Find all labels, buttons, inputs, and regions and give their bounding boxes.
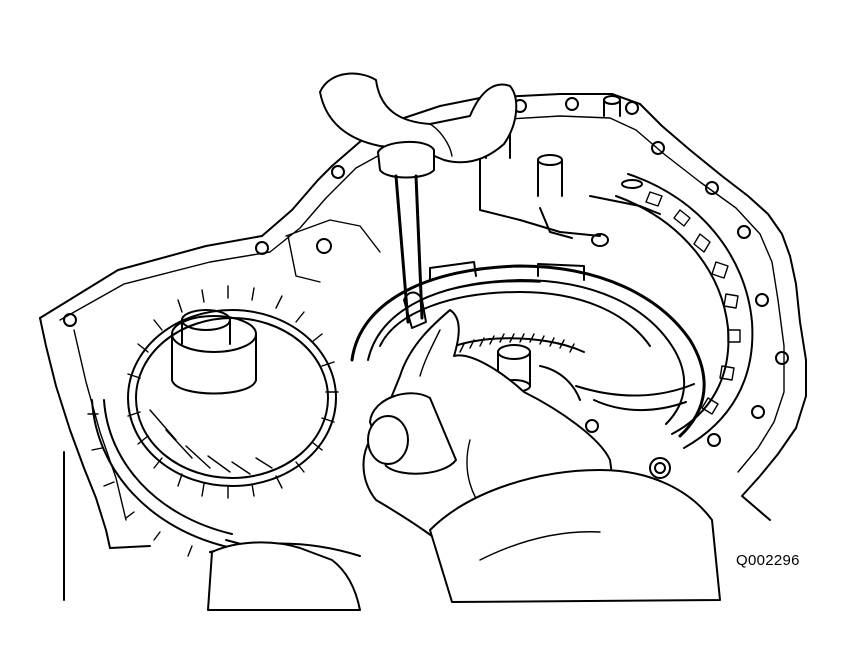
helical-gear bbox=[88, 286, 338, 556]
bottom-forearm bbox=[208, 542, 360, 610]
figure-code: Q002296 bbox=[736, 552, 800, 569]
lower-hand bbox=[210, 310, 720, 602]
upper-hand bbox=[320, 74, 516, 328]
valve-body-bosses bbox=[286, 96, 660, 282]
clutch-drum bbox=[352, 174, 752, 448]
